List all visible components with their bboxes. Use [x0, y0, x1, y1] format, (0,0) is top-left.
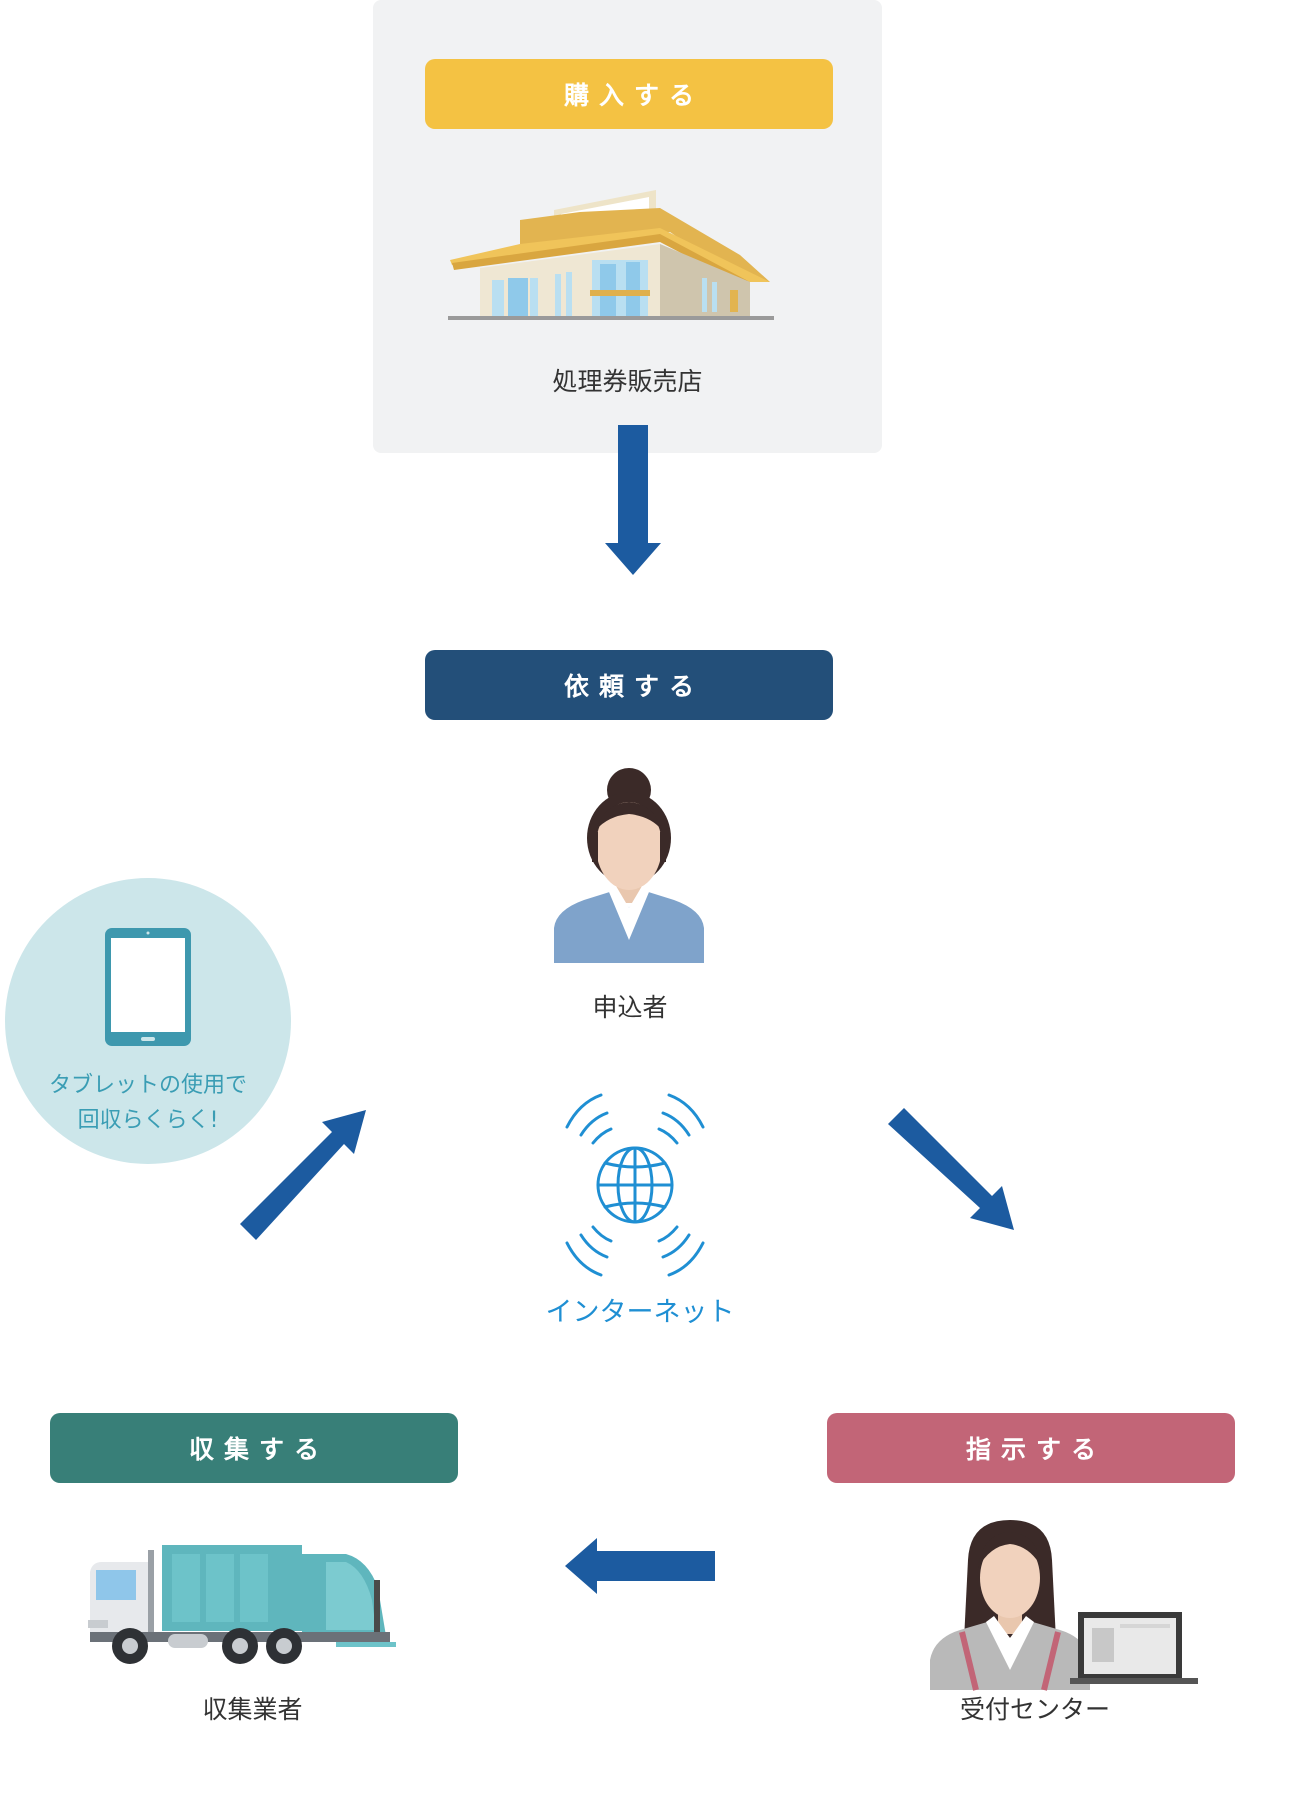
- arrow-left-icon: [565, 1538, 715, 1594]
- internet-label: インターネット: [545, 1297, 735, 1328]
- request-label: 依頼する: [425, 650, 833, 720]
- store-icon: [448, 190, 774, 320]
- tablet-icon: [105, 928, 191, 1046]
- tablet-text: タブレットの使用で 回収らくらく!: [5, 1068, 291, 1138]
- garbage-truck-icon: [88, 1545, 396, 1664]
- globe-icon: [565, 1093, 705, 1277]
- store-caption: 処理券販売店: [552, 367, 703, 396]
- tablet-callout: タブレットの使用で 回収らくらく!: [5, 878, 291, 1164]
- arrow-down-icon: [605, 425, 661, 575]
- reception-caption: 受付センター: [959, 1695, 1110, 1724]
- collector-caption: 収集業者: [202, 1695, 303, 1724]
- applicant-caption: 申込者: [592, 993, 668, 1022]
- arrow-up-right-icon: [240, 1110, 366, 1240]
- instruct-label: 指示する: [827, 1413, 1235, 1483]
- arrow-down-right-icon: [888, 1108, 1014, 1230]
- tablet-text-line2: 回収らくらく!: [77, 1108, 219, 1133]
- purchase-label: 購入する: [425, 59, 833, 129]
- tablet-text-line1: タブレットの使用で: [48, 1073, 247, 1098]
- collect-label: 収集する: [50, 1413, 458, 1483]
- reception-operator-icon: [930, 1520, 1198, 1691]
- applicant-icon: [554, 768, 704, 963]
